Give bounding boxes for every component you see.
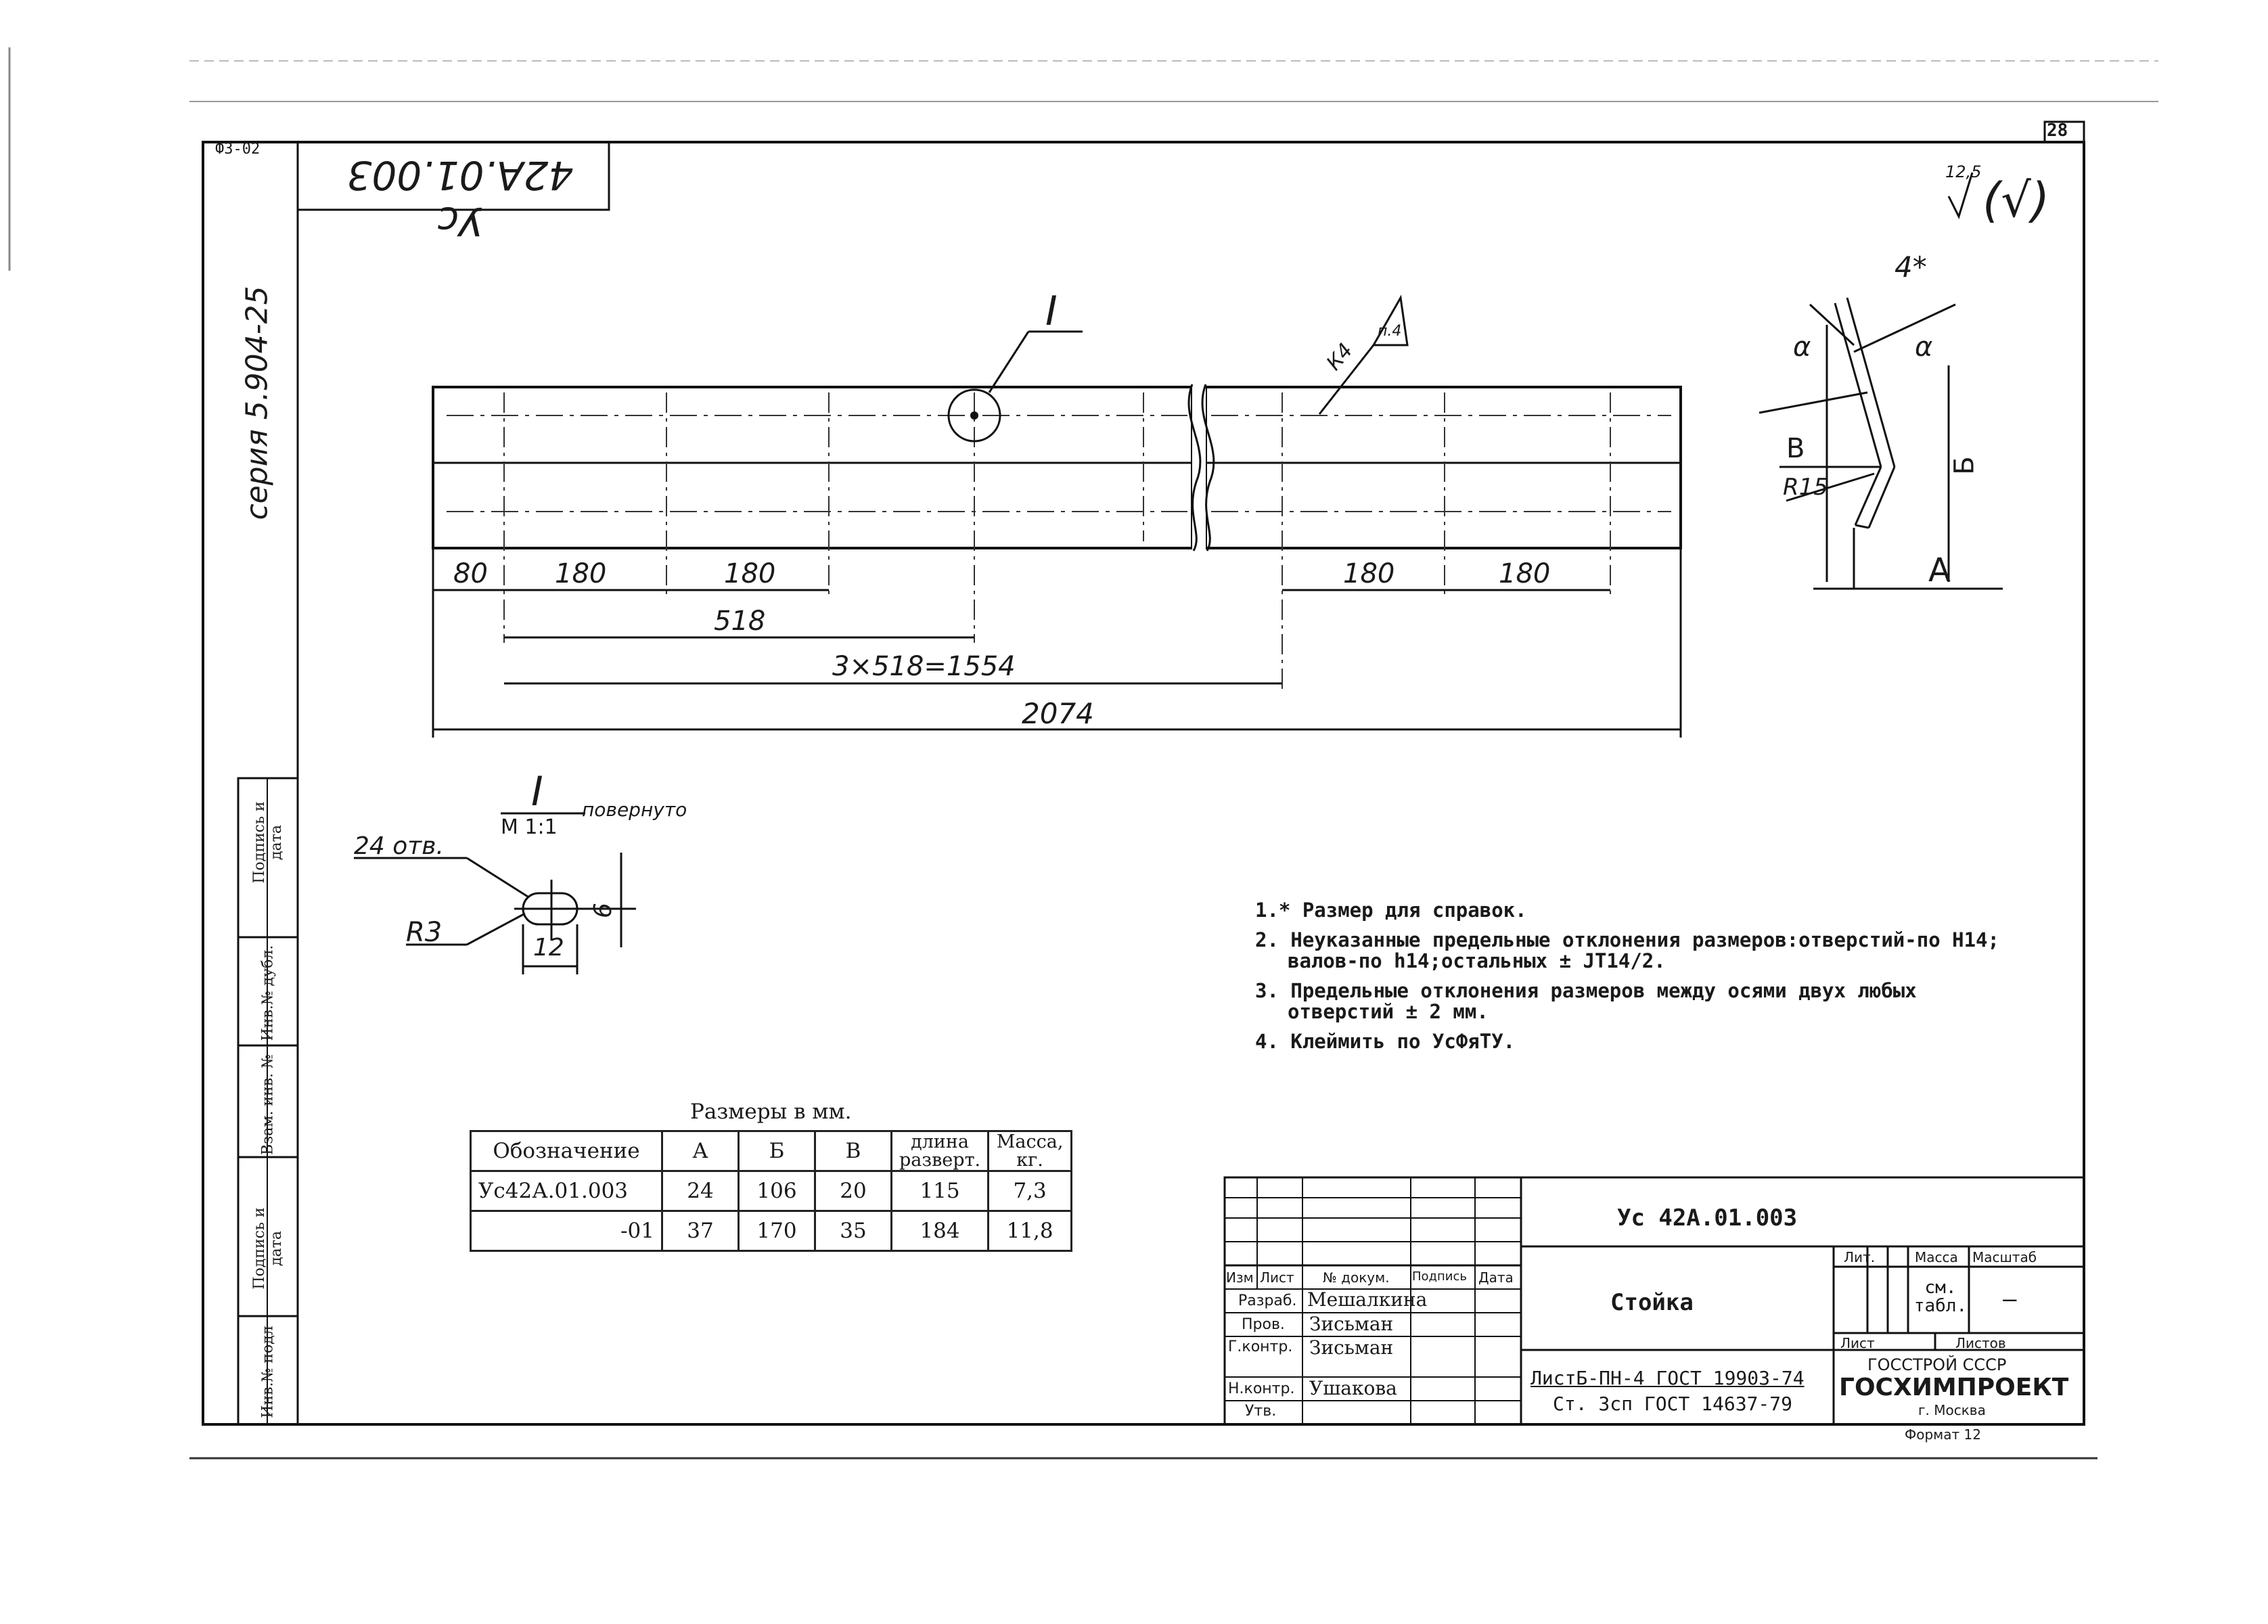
header-b: Б: [738, 1130, 816, 1172]
detail-title: I: [531, 768, 543, 815]
section-label-b: Б: [1949, 456, 1980, 475]
detail-radius: R3: [406, 917, 443, 948]
sheet-label: Лист: [1840, 1335, 1875, 1351]
header-mass: Масса, кг.: [987, 1130, 1073, 1172]
note-1: 1.* Размер для справок.: [1255, 899, 1527, 922]
row2-length: 184: [890, 1210, 990, 1252]
dim-180-3: 180: [1343, 558, 1395, 589]
col-izm: Изм: [1226, 1269, 1254, 1286]
section-radius: R15: [1783, 474, 1828, 501]
table-row: Ус42А.01.003 24 106 20 115 7,3: [470, 1170, 1073, 1212]
detail-callout: I: [1045, 288, 1058, 335]
note-3-cont: отверстий ± 2 мм.: [1288, 999, 1489, 1023]
detail-scale: М 1:1: [501, 815, 558, 839]
dim-180-2: 180: [724, 558, 776, 589]
scale-header: Масштаб: [1972, 1249, 2037, 1265]
note-4: 4. Клеймить по УсФяТУ.: [1255, 1030, 1516, 1054]
row1-v: 20: [814, 1170, 892, 1212]
row1-a: 24: [661, 1170, 740, 1212]
side-stamp-sign-1: Подпись и дата: [251, 801, 285, 884]
lit-header: Лит.: [1844, 1249, 1876, 1265]
technical-notes: 1.* Размер для справок. 2. Неуказанные п…: [1255, 900, 1999, 1062]
dim-2074: 2074: [1022, 697, 1094, 730]
dim-80: 80: [453, 558, 488, 589]
row2-b: 170: [738, 1210, 816, 1252]
weld-note: п.4: [1378, 323, 1402, 340]
row1-length: 115: [890, 1170, 990, 1212]
side-stamp-sign-2: Подпись и дата: [251, 1207, 285, 1290]
sheet-number: 28: [2047, 120, 2068, 141]
dim-1554: 3×518=1554: [832, 651, 1016, 682]
dim-518: 518: [714, 606, 766, 637]
col-list: Лист: [1260, 1269, 1294, 1286]
person-norm-control: Ушакова: [1309, 1377, 1397, 1399]
series-label: серия 5.904-25: [240, 286, 275, 520]
material-line-1: ЛистБ-ПН-4 ГОСТ 19903-74: [1530, 1367, 1805, 1389]
title-doc-code: Ус 42А.01.003: [1617, 1204, 1798, 1232]
row2-v: 35: [814, 1210, 892, 1252]
mass-header: Масса: [1915, 1249, 1958, 1265]
role-approved: Утв.: [1245, 1403, 1277, 1420]
side-stamp-orig: Инв.№ подл: [259, 1326, 277, 1418]
row1-mass: 7,3: [987, 1170, 1073, 1212]
org-city: г. Москва: [1918, 1402, 1986, 1418]
corner-code: Ф3-02: [215, 141, 260, 158]
sheets-label: Листов: [1955, 1335, 2006, 1351]
org-ministry: ГОССТРОЙ СССР: [1867, 1355, 2007, 1374]
side-stamp-dup: Инв.№ дубл.: [259, 945, 277, 1041]
section-label-v: В: [1786, 433, 1805, 464]
col-date: Дата: [1478, 1269, 1514, 1286]
col-sign: Подпись: [1412, 1269, 1467, 1284]
person-checked: Зисьман: [1309, 1313, 1394, 1335]
section-label-a: А: [1928, 551, 1951, 589]
person-chief-control: Зисьман: [1309, 1336, 1394, 1359]
format-label: Формат 12: [1905, 1426, 1981, 1443]
scale-value: —: [2003, 1286, 2017, 1313]
detail-width: 12: [533, 934, 564, 962]
dim-180-4: 180: [1499, 558, 1551, 589]
roughness-value: 12,5: [1945, 162, 1982, 181]
rotated-doc-code: Ус 42А.01.003: [346, 152, 574, 244]
detail-holes: 24 отв.: [354, 832, 444, 860]
row1-b: 106: [738, 1170, 816, 1212]
row2-designation: -01: [470, 1210, 663, 1252]
note-3: 3. Предельные отклонения размеров между …: [1255, 979, 1917, 1003]
header-v: В: [814, 1130, 892, 1172]
note-2: 2. Неуказанные предельные отклонения раз…: [1255, 928, 1999, 952]
header-a: А: [661, 1130, 740, 1172]
side-stamp-replace: Взам. инв. №: [259, 1054, 277, 1155]
col-doc: № докум.: [1323, 1269, 1390, 1286]
title-part-name: Стойка: [1610, 1289, 1694, 1316]
header-length: длина разверт.: [890, 1130, 990, 1172]
roughness-mark: (√): [1982, 173, 2050, 228]
section-alpha-right: α: [1915, 332, 1933, 363]
detail-rotated: повернуто: [582, 798, 687, 821]
size-table-caption: Размеры в мм.: [690, 1100, 852, 1124]
role-developer: Разраб.: [1238, 1292, 1297, 1309]
dim-180-1: 180: [555, 558, 607, 589]
size-table: Обозначение А Б В длина разверт. Масса, …: [470, 1130, 1073, 1252]
role-norm-control: Н.контр.: [1228, 1380, 1295, 1397]
row1-designation: Ус42А.01.003: [470, 1170, 663, 1212]
table-row: -01 37 170 35 184 11,8: [470, 1210, 1073, 1252]
table-header-row: Обозначение А Б В длина разверт. Масса, …: [470, 1130, 1073, 1172]
header-designation: Обозначение: [470, 1130, 663, 1172]
row2-a: 37: [661, 1210, 740, 1252]
note-2-cont: валов-по h14;остальных ± JT14/2.: [1288, 949, 1666, 972]
section-alpha-left: α: [1793, 332, 1811, 363]
material-line-2: Ст. 3сп ГОСТ 14637-79: [1553, 1393, 1793, 1415]
person-developer: Мешалкина: [1307, 1288, 1428, 1311]
org-name: ГОСХИМПРОЕКТ: [1839, 1374, 2069, 1401]
section-angle: 4*: [1895, 250, 1927, 284]
mass-value: см. табл.: [1913, 1278, 1968, 1317]
role-chief-control: Г.контр.: [1228, 1338, 1293, 1355]
role-checked: Пров.: [1242, 1316, 1285, 1333]
row2-mass: 11,8: [987, 1210, 1073, 1252]
detail-height: 6: [589, 903, 617, 918]
